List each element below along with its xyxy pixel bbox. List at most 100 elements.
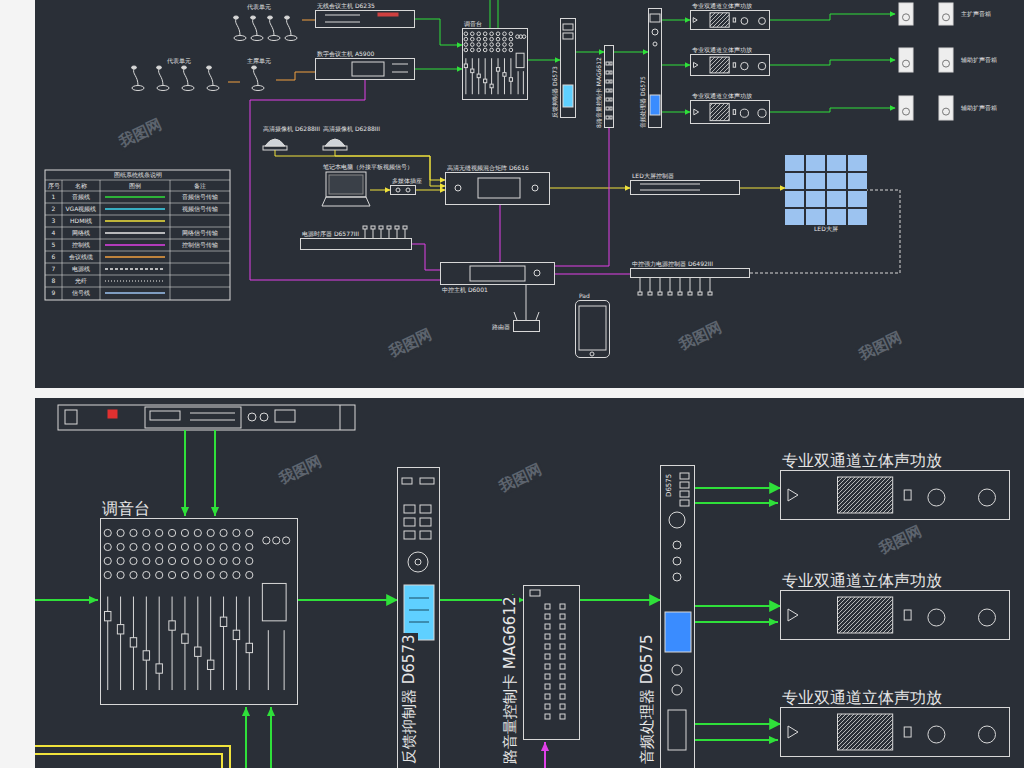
mixer-knob <box>483 43 487 47</box>
table-cell: 网络信号传输 <box>181 230 219 237</box>
device-label: 高清摄像机 D6288III <box>262 126 321 133</box>
knob-symbol <box>248 413 256 421</box>
button-key <box>420 518 431 526</box>
channel-led <box>545 714 550 719</box>
table-rule <box>45 251 230 252</box>
led-panel-cell <box>785 155 804 171</box>
microphone-head <box>234 16 239 19</box>
signal-line <box>35 599 98 601</box>
channel-led <box>545 604 550 609</box>
fader-cap <box>464 64 467 68</box>
knob-symbol <box>396 188 400 192</box>
button-key <box>680 500 689 506</box>
table-rule <box>45 215 230 216</box>
fader-cap <box>130 638 136 647</box>
device-detail <box>150 411 180 420</box>
watermark-text: 我图网 <box>115 116 165 151</box>
power-plug <box>678 292 682 295</box>
signal-line <box>270 707 272 768</box>
microphone-group: 代表单元 <box>128 66 228 94</box>
power-plug <box>648 292 652 295</box>
signal-connector <box>370 190 390 191</box>
signal-connector <box>550 188 630 189</box>
mixer-knob <box>130 543 137 550</box>
device-box: 反馈抑制器 D6573 <box>560 18 576 118</box>
mixer-knob <box>233 571 240 578</box>
drawing-line <box>409 598 429 599</box>
power-plug <box>708 292 712 295</box>
amplifier-box: 专业双通道立体声功放 <box>690 100 770 124</box>
power-plug <box>638 292 642 295</box>
fader-cap <box>490 84 493 88</box>
laptop-icon: 笔记本电脑（外接平板视频信号） <box>322 172 370 206</box>
volume-knob <box>758 109 766 117</box>
signal-connector <box>580 599 660 601</box>
microphone-head <box>157 66 162 69</box>
device-label: 高清无缝视频混合矩阵 D6616 <box>446 165 530 172</box>
channel-led <box>545 644 550 649</box>
mixer-box: 调音台 <box>462 28 528 100</box>
device-label: 音频处理器 D6575 <box>640 75 647 129</box>
device-label: 高清摄像机 D6288III <box>322 126 381 133</box>
mixer-knob <box>207 557 214 564</box>
button-key <box>680 482 689 488</box>
fader-slot <box>210 597 211 691</box>
device-box: 路音量控制卡 MAG6612 <box>523 585 580 740</box>
laptop-base <box>322 197 370 206</box>
signal-connector <box>302 20 315 21</box>
device-label: Pad <box>578 293 591 300</box>
led-panel-cell <box>785 173 804 189</box>
speaker-pair: 辅助扩声音箱 <box>895 94 957 122</box>
device-label: LED大屏控制器 <box>631 173 675 180</box>
fader-slot <box>223 597 224 691</box>
volume-knob <box>758 62 765 69</box>
signal-connector <box>662 65 690 66</box>
fader-cap <box>509 78 512 82</box>
drawing-line <box>190 420 235 421</box>
channel-led <box>545 634 550 639</box>
button-key <box>680 473 689 479</box>
power-plug <box>688 292 692 295</box>
microphone-base <box>252 86 264 91</box>
device-detail <box>65 410 77 424</box>
power-socket-lead <box>650 278 651 292</box>
table-cell: 4 <box>51 230 57 237</box>
microphone-head <box>251 16 256 19</box>
mixer-knob <box>207 571 214 578</box>
router-antenna <box>514 312 517 320</box>
signal-line <box>35 754 222 768</box>
device-detail <box>402 478 412 484</box>
mixer-knob <box>477 43 481 47</box>
device-box: 无线会议主机 D6235 <box>315 10 415 28</box>
device-box: 反馈抑制器 D6573 <box>397 467 440 768</box>
volume-knob <box>408 552 428 572</box>
power-switch <box>904 490 911 500</box>
legend-line-sample <box>105 196 165 198</box>
mixer-knob <box>233 543 240 550</box>
led-screen: LED大屏 <box>785 155 867 225</box>
panel-ground <box>35 0 1024 388</box>
device-label: 反馈抑制器 D6573 <box>552 65 559 119</box>
camera-base <box>263 146 287 150</box>
mixer-knob <box>168 571 175 578</box>
arrow-head <box>181 507 189 516</box>
play-symbol <box>694 109 699 115</box>
power-socket-lead <box>365 229 366 238</box>
table-rule <box>62 180 63 300</box>
amplifier-box: 专业双通道立体声功放 <box>690 54 770 76</box>
microphone-neck <box>270 19 274 36</box>
device-label: 无线会议主机 D6235 <box>316 3 376 10</box>
mixer-knob <box>104 543 111 550</box>
mixer-knob <box>490 48 494 52</box>
microphone-base <box>268 36 280 41</box>
mixer-knob <box>464 32 468 36</box>
fader-cap <box>117 625 123 634</box>
signal-connector <box>276 72 315 80</box>
legend-line-sample <box>105 220 165 222</box>
signal-connector <box>695 605 780 607</box>
table-rule <box>45 239 230 240</box>
device-label: LED大屏 <box>813 226 839 233</box>
power-plug <box>395 226 399 229</box>
mixer-knob <box>233 557 240 564</box>
